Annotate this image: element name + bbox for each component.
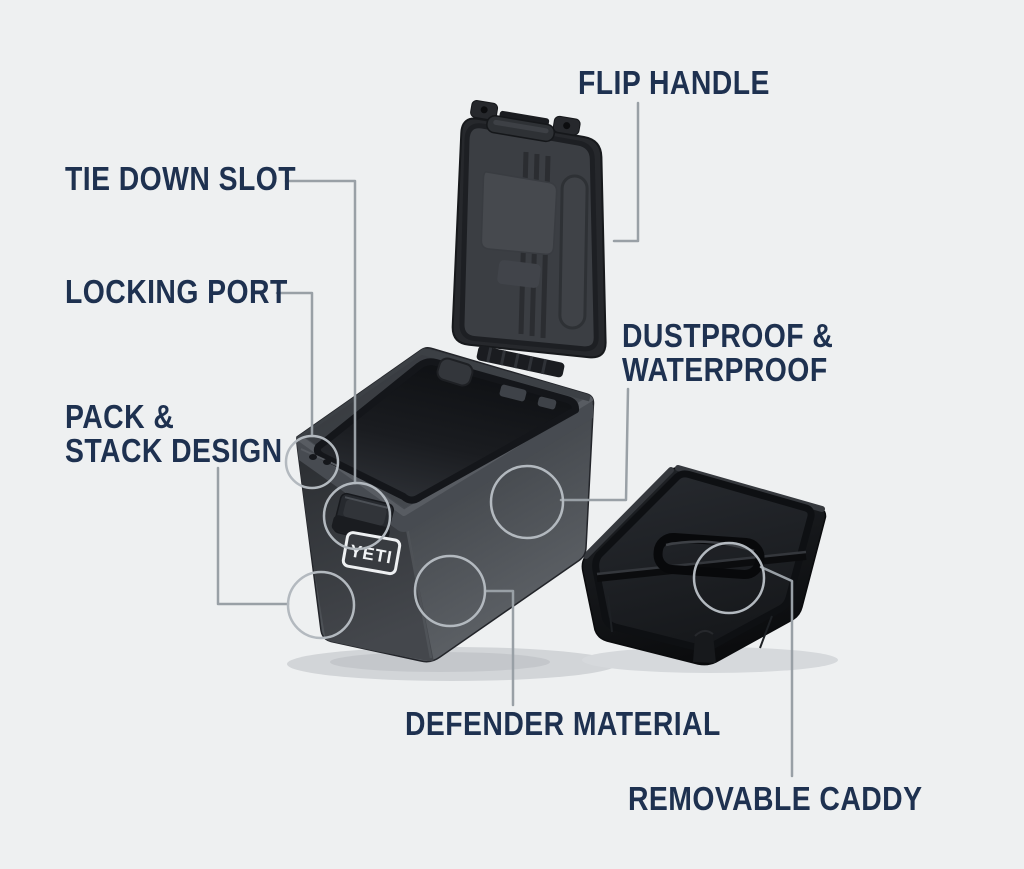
rim-keeper-bumps: [499, 384, 557, 410]
pack-stack-ring: [286, 570, 356, 640]
label-pack-stack-line2: STACK DESIGN: [65, 432, 283, 469]
label-locking-port-text: LOCKING PORT: [65, 273, 288, 310]
caddy-front-notch: [693, 630, 716, 663]
lid-hinge: [476, 345, 565, 378]
box-rim: [296, 395, 594, 532]
removable-caddy-leader-line: [759, 565, 794, 778]
defender-leader-line: [483, 589, 515, 707]
cargo-box: YETI: [296, 345, 595, 663]
pack-stack-leader-line: [216, 466, 290, 606]
caddy: [581, 465, 827, 666]
label-dustproof: DUSTPROOF & WATERPROOF: [622, 319, 833, 387]
label-dustproof-line2: WATERPROOF: [622, 351, 828, 388]
label-defender-material-text: DEFENDER MATERIAL: [405, 705, 721, 742]
caddy-interior: [592, 470, 815, 652]
label-flip-handle-text: FLIP HANDLE: [578, 64, 770, 101]
flip-handle: [470, 100, 581, 143]
caddy-divider: [596, 552, 807, 582]
locking-port-leader-line: [275, 291, 314, 438]
rim-grab-cutout: [436, 357, 474, 387]
tie-down-slot-detail: [300, 448, 339, 467]
tie-down-slot-leader-line: [284, 179, 357, 485]
dustproof-leader-line: [559, 387, 630, 502]
label-locking-port: LOCKING PORT: [65, 275, 288, 309]
dustproof-ring: [489, 464, 565, 540]
lid-panel: [480, 171, 558, 256]
locking-port-ring: [284, 434, 340, 490]
flip-handle-leader-line: [612, 101, 640, 243]
label-removable-caddy: REMOVABLE CADDY: [628, 782, 922, 816]
label-flip-handle: FLIP HANDLE: [578, 66, 770, 100]
lid-track: [558, 174, 589, 330]
label-tie-down-slot-text: TIE DOWN SLOT: [65, 160, 297, 197]
label-tie-down-slot: TIE DOWN SLOT: [65, 162, 296, 196]
label-dustproof-line1: DUSTPROOF &: [622, 317, 834, 354]
box-shadow-core: [330, 652, 550, 672]
label-defender-material: DEFENDER MATERIAL: [405, 707, 721, 741]
lid-panel-step: [497, 260, 541, 288]
tie-down-slot-ring: [322, 481, 392, 551]
lid: [451, 100, 607, 359]
label-pack-stack: PACK & STACK DESIGN: [65, 400, 282, 468]
label-removable-caddy-text: REMOVABLE CADDY: [628, 780, 923, 817]
yeti-logo-badge: YETI: [341, 531, 402, 576]
label-pack-stack-line1: PACK &: [65, 398, 175, 435]
removable-caddy-ring: [692, 541, 766, 615]
defender-ring: [413, 554, 487, 628]
